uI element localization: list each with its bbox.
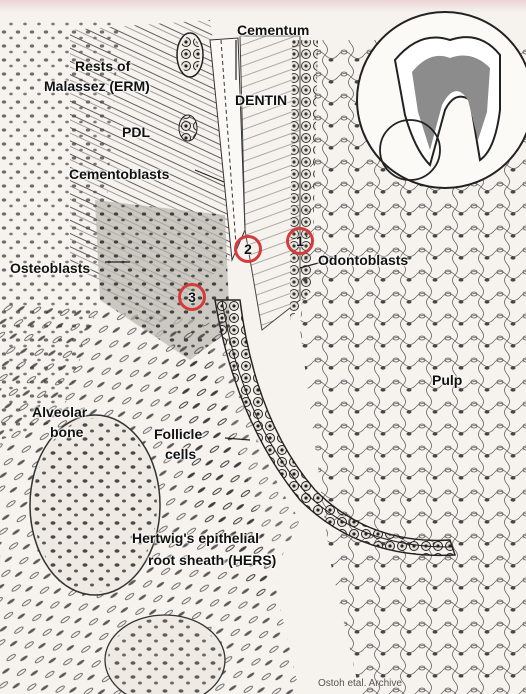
- label-cementum: Cementum: [237, 22, 309, 38]
- label-alveolar-line2: bone: [50, 424, 83, 440]
- label-cementoblasts: Cementoblasts: [69, 166, 169, 182]
- label-dentin: DENTIN: [235, 92, 287, 108]
- label-hers-line1: Hertwig's epithelial: [132, 530, 259, 546]
- marker-3: 3: [178, 283, 206, 311]
- label-odontoblasts: Odontoblasts: [318, 252, 408, 268]
- source-caption: Ostoh etal. Archive: [318, 678, 402, 689]
- label-pdl: PDL: [122, 124, 150, 140]
- label-erm-line2: Malassez (ERM): [44, 78, 150, 94]
- inset-tooth-icon: [357, 12, 526, 188]
- marker-1: 1: [286, 227, 314, 255]
- label-osteoblasts: Osteoblasts: [10, 260, 90, 276]
- marker-2: 2: [234, 235, 262, 263]
- label-pulp: Pulp: [432, 372, 462, 388]
- label-hers-line2: root sheath (HERS): [148, 552, 276, 568]
- label-alveolar-line1: Alveolar: [32, 404, 87, 420]
- label-erm-line1: Rests of: [75, 58, 130, 74]
- label-follicle-line1: Follicle: [154, 426, 202, 442]
- label-follicle-line2: cells: [165, 446, 196, 462]
